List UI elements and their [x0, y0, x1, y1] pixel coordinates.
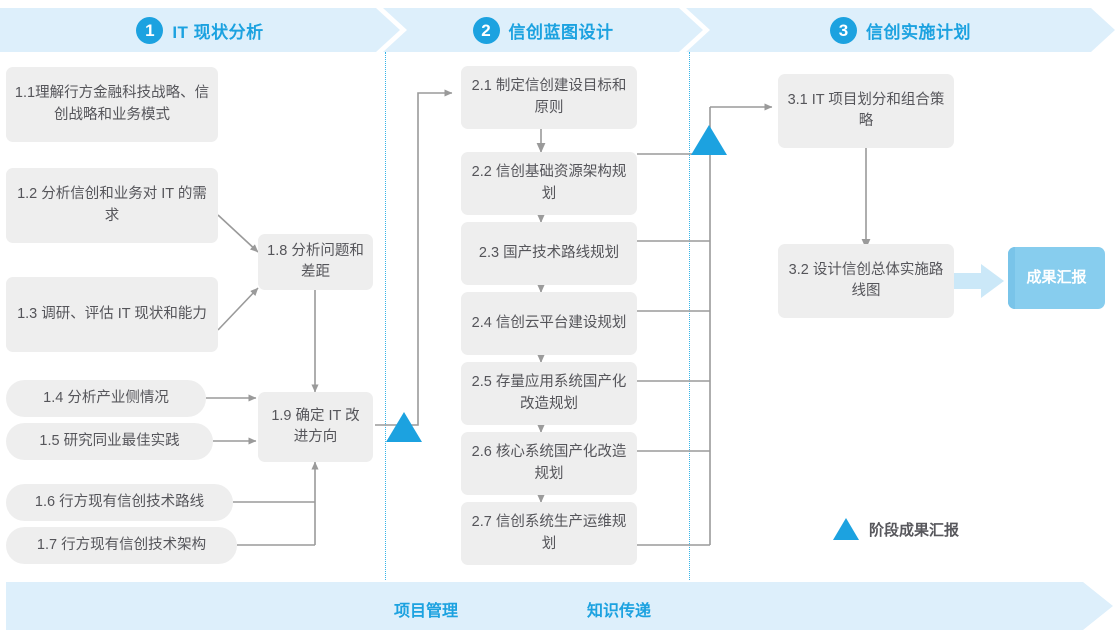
- task-label-1-4: 1.4 分析产业侧情况: [43, 389, 169, 406]
- phase-header-1[interactable]: 1 IT 现状分析: [0, 8, 400, 52]
- bottom-label-project-management: 项目管理: [394, 603, 459, 620]
- phase-title-3: 信创实施计划: [866, 22, 971, 42]
- task-box-2-2[interactable]: 2.2 信创基础资源架构规划: [461, 152, 637, 215]
- task-label-2-4: 2.4 信创云平台建设规划: [471, 314, 627, 331]
- task-label-3-2: 3.2 设计信创总体实施路线图: [788, 261, 944, 299]
- task-box-2-3[interactable]: 2.3 国产技术路线规划: [461, 222, 637, 285]
- task-label-3-1: 3.1 IT 项目划分和组合策略: [787, 91, 945, 129]
- task-box-1-7[interactable]: 1.7 行方现有信创技术架构: [6, 527, 237, 564]
- task-label-1-1: 1.1理解行方金融科技战略、信创战略和业务模式: [14, 85, 210, 123]
- task-label-1-2: 1.2 分析信创和业务对 IT 的需求: [17, 186, 207, 224]
- task-box-2-6[interactable]: 2.6 核心系统国产化改造规划: [461, 432, 637, 495]
- phase-header-2[interactable]: 2 信创蓝图设计: [383, 8, 703, 52]
- task-box-1-4[interactable]: 1.4 分析产业侧情况: [6, 380, 206, 417]
- task-label-2-1: 2.1 制定信创建设目标和原则: [471, 78, 627, 116]
- result-label: 成果汇报: [1026, 268, 1087, 286]
- phase-number-1: 1: [136, 16, 164, 44]
- legend-milestone: 阶段成果汇报: [833, 518, 959, 540]
- phase-title-1: IT 现状分析: [172, 22, 264, 42]
- phase-title-2: 信创蓝图设计: [508, 22, 614, 42]
- bottom-band: [6, 582, 1113, 630]
- task-label-1-9: 1.9 确定 IT 改进方向: [271, 407, 360, 445]
- task-label-2-5: 2.5 存量应用系统国产化改造规划: [471, 374, 627, 412]
- task-label-1-8: 1.8 分析问题和差距: [267, 242, 364, 280]
- phase-number-2: 2: [472, 16, 500, 44]
- task-box-1-5[interactable]: 1.5 研究同业最佳实践: [6, 423, 213, 460]
- task-box-2-1[interactable]: 2.1 制定信创建设目标和原则: [461, 66, 637, 129]
- phase-header-3[interactable]: 3 信创实施计划: [686, 8, 1115, 52]
- phase-separator-2: [689, 52, 690, 580]
- phase-separator-1: [385, 52, 386, 580]
- task-box-1-6[interactable]: 1.6 行方现有信创技术路线: [6, 484, 233, 521]
- milestone-triangle-phase2: [691, 125, 727, 155]
- task-box-3-1[interactable]: 3.1 IT 项目划分和组合策略: [778, 74, 954, 148]
- triangle-icon: [833, 518, 859, 540]
- result-arrow: [954, 264, 1004, 298]
- task-box-1-2[interactable]: 1.2 分析信创和业务对 IT 的需求: [6, 168, 218, 243]
- task-box-2-7[interactable]: 2.7 信创系统生产运维规划: [461, 502, 637, 565]
- task-label-2-2: 2.2 信创基础资源架构规划: [471, 164, 627, 202]
- task-box-1-1[interactable]: 1.1理解行方金融科技战略、信创战略和业务模式: [6, 67, 218, 142]
- legend-label: 阶段成果汇报: [869, 521, 960, 539]
- result-badge[interactable]: 成果汇报: [1008, 247, 1105, 309]
- task-label-2-7: 2.7 信创系统生产运维规划: [471, 514, 627, 552]
- task-box-2-4[interactable]: 2.4 信创云平台建设规划: [461, 292, 637, 355]
- task-box-1-8[interactable]: 1.8 分析问题和差距: [258, 234, 373, 290]
- task-box-3-2[interactable]: 3.2 设计信创总体实施路线图: [778, 244, 954, 318]
- milestone-triangle-phase1: [386, 412, 422, 442]
- task-label-1-6: 1.6 行方现有信创技术路线: [34, 493, 205, 510]
- task-label-1-3: 1.3 调研、评估 IT 现状和能力: [17, 305, 207, 322]
- task-label-1-7: 1.7 行方现有信创技术架构: [36, 536, 207, 553]
- task-label-2-3: 2.3 国产技术路线规划: [478, 244, 620, 261]
- task-label-1-5: 1.5 研究同业最佳实践: [39, 432, 180, 449]
- task-box-1-9[interactable]: 1.9 确定 IT 改进方向: [258, 392, 373, 462]
- task-box-2-5[interactable]: 2.5 存量应用系统国产化改造规划: [461, 362, 637, 425]
- phase-number-3: 3: [830, 16, 857, 44]
- task-box-1-3[interactable]: 1.3 调研、评估 IT 现状和能力: [6, 277, 218, 352]
- bottom-label-knowledge-transfer: 知识传递: [587, 603, 652, 620]
- task-label-2-6: 2.6 核心系统国产化改造规划: [471, 444, 627, 482]
